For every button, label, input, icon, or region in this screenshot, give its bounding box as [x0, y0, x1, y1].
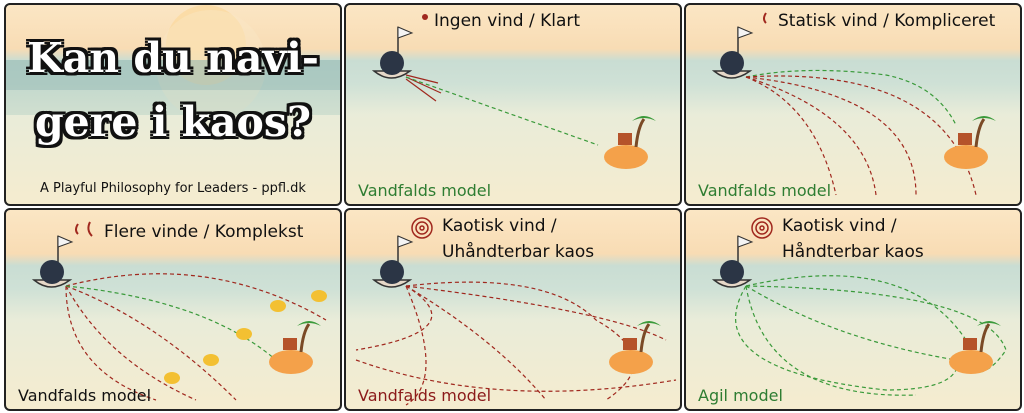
- panel-3-model: Vandfalds model: [698, 181, 832, 200]
- panel-static-wind: Statisk vind / Kompliceret Vandfalds mod…: [684, 3, 1022, 206]
- panel-4-model: Vandfalds model: [18, 386, 152, 405]
- intro-title-line1: Kan du navi-: [27, 34, 319, 82]
- comic-grid: Kan du navi- gere i kaos? A Playful Phil…: [4, 3, 1022, 411]
- sunset-scene: [6, 5, 340, 120]
- panel-3-scene: [711, 12, 996, 196]
- panel-5-caption-line2: Uhåndterbar kaos: [442, 242, 595, 262]
- boat-icon: [711, 235, 754, 288]
- dot-icon: [422, 14, 428, 20]
- panel-chaos-unmanageable: Kaotisk vind / Uhåndterbar kaos Vandfald…: [344, 208, 682, 411]
- island-icon: [949, 321, 1001, 374]
- island-icon: [269, 321, 321, 374]
- boat-icon: [31, 235, 74, 288]
- panel-5-caption-line1: Kaotisk vind /: [442, 216, 557, 236]
- panel-6-caption-line1: Kaotisk vind /: [782, 216, 897, 236]
- island-icon: [944, 116, 996, 169]
- panel-6-scene: [711, 217, 1007, 396]
- panel-3-caption: Statisk vind / Kompliceret: [778, 11, 996, 31]
- boat-icon: [711, 26, 754, 79]
- double-squiggle-icon: [75, 221, 93, 237]
- intro-subtitle: A Playful Philosophy for Leaders - ppfl.…: [40, 181, 306, 196]
- panel-5-model: Vandfalds model: [358, 386, 492, 405]
- panel-2-caption: Ingen vind / Klart: [434, 11, 581, 31]
- paths: [735, 275, 1007, 396]
- panel-6-caption-line2: Håndterbar kaos: [782, 242, 924, 262]
- paths: [405, 74, 599, 146]
- panel-4-scene: [31, 221, 327, 401]
- panel-no-wind: Ingen vind / Klart Vandfalds model: [344, 3, 682, 206]
- spiral-icon: [411, 217, 433, 239]
- panel-2-model: Vandfalds model: [358, 181, 492, 200]
- panel-4-caption: Flere vinde / Komplekst: [104, 222, 304, 242]
- intro-panel: Kan du navi- gere i kaos? A Playful Phil…: [4, 3, 342, 206]
- paths: [745, 69, 977, 196]
- boat-icon: [371, 235, 414, 288]
- panel-6-model: Agil model: [698, 386, 783, 405]
- panel-multiple-winds: Flere vinde / Komplekst Vandfalds model: [4, 208, 342, 411]
- spiral-icon: [751, 217, 773, 239]
- boat-icon: [371, 26, 414, 79]
- island-icon: [609, 321, 661, 374]
- panel-2-scene: [371, 14, 656, 169]
- panel-5-scene: [355, 217, 677, 406]
- panel-chaos-manageable: Kaotisk vind / Håndterbar kaos Agil mode…: [684, 208, 1022, 411]
- island-icon: [604, 116, 656, 169]
- paths: [65, 273, 327, 401]
- intro-title-line2: gere i kaos?: [35, 98, 311, 146]
- squiggle-icon: [763, 12, 767, 24]
- duck-icons: [164, 290, 327, 384]
